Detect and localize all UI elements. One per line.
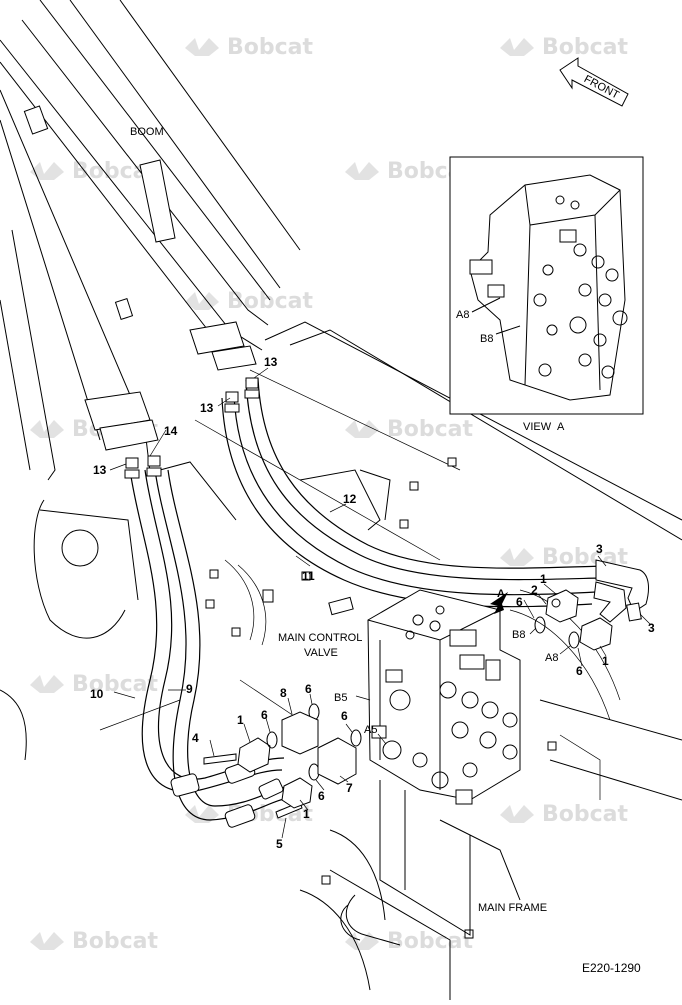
callout-11: 11 [302, 569, 315, 583]
callout-6: 6 [318, 789, 325, 803]
callout-7: 7 [346, 781, 353, 795]
callout-3: 3 [648, 621, 655, 635]
callout-4: 4 [192, 731, 199, 745]
callout-14: 14 [164, 424, 178, 438]
label-main-control-valve-line1: MAIN CONTROL [278, 632, 362, 644]
hose-end-fittings [170, 760, 284, 828]
inset-label-a8: A8 [456, 309, 469, 321]
callout-6: 6 [341, 709, 348, 723]
callout-6: 6 [516, 595, 523, 609]
label-port-b5: B5 [334, 692, 347, 704]
watermark-text: Bobcat [72, 929, 159, 954]
callout-1: 1 [303, 807, 310, 821]
callout-12: 12 [343, 492, 357, 506]
callout-2: 2 [531, 583, 538, 597]
text-labels: BOOM MAIN CONTROL VALVE MAIN FRAME A B8 … [130, 126, 641, 975]
callout-13: 13 [93, 463, 107, 477]
hose-9-10-left [129, 469, 293, 821]
flange-assembly-right [534, 589, 613, 651]
fitting-3-elbow [593, 559, 649, 623]
label-port-a8: A8 [545, 652, 558, 664]
label-port-a5: A5 [364, 724, 377, 736]
upper-frame [99, 321, 682, 939]
watermark-text: Bobcat [227, 35, 314, 60]
callout-8: 8 [280, 686, 287, 700]
callout-3: 3 [596, 542, 603, 556]
watermark-text: Bobcat [542, 35, 629, 60]
callout-1: 1 [602, 654, 609, 668]
watermark-text: Bobcat [72, 672, 159, 697]
callout-9: 9 [186, 682, 193, 696]
inset-valve-drawing [469, 174, 628, 401]
callout-6: 6 [576, 664, 583, 678]
front-direction-arrow: FRONT [559, 57, 629, 107]
hose-12-upper [221, 377, 607, 608]
watermark-text: Bobcat [387, 929, 474, 954]
label-port-b8: B8 [512, 629, 525, 641]
callout-1: 1 [237, 713, 244, 727]
watermark-text: Bobcat [542, 802, 629, 827]
callout-5: 5 [276, 837, 283, 851]
main-control-valve [367, 589, 521, 805]
label-arrow-a: A [497, 588, 505, 600]
leader-lines [109, 367, 651, 839]
label-boom: BOOM [130, 126, 164, 138]
label-main-frame: MAIN FRAME [478, 902, 547, 914]
swivel-fittings-13-14 [124, 377, 260, 479]
view-a-inset: A8 B8 VIEW A [449, 156, 644, 433]
callout-6: 6 [261, 708, 268, 722]
callout-13: 13 [264, 355, 278, 369]
boom-structure [0, 0, 301, 761]
callout-1: 1 [540, 572, 547, 586]
callout-13: 13 [200, 401, 214, 415]
main-frame-structure [299, 780, 521, 1000]
view-a-letter: A [557, 421, 565, 433]
view-a-title: VIEW [523, 421, 552, 433]
flange-assembly-left [203, 703, 362, 819]
callout-10: 10 [90, 687, 104, 701]
view-a-arrow [490, 592, 508, 614]
watermark-text: Bobcat [227, 289, 314, 314]
label-main-control-valve-line2: VALVE [304, 647, 338, 659]
watermark-text: Bobcat [387, 417, 474, 442]
inset-label-b8: B8 [480, 333, 493, 345]
callout-6: 6 [305, 682, 312, 696]
callout-numbers: 13 13 14 13 12 11 3 1 2 6 3 1 6 9 10 8 6… [90, 355, 655, 851]
drawing-number: E220-1290 [582, 961, 641, 975]
